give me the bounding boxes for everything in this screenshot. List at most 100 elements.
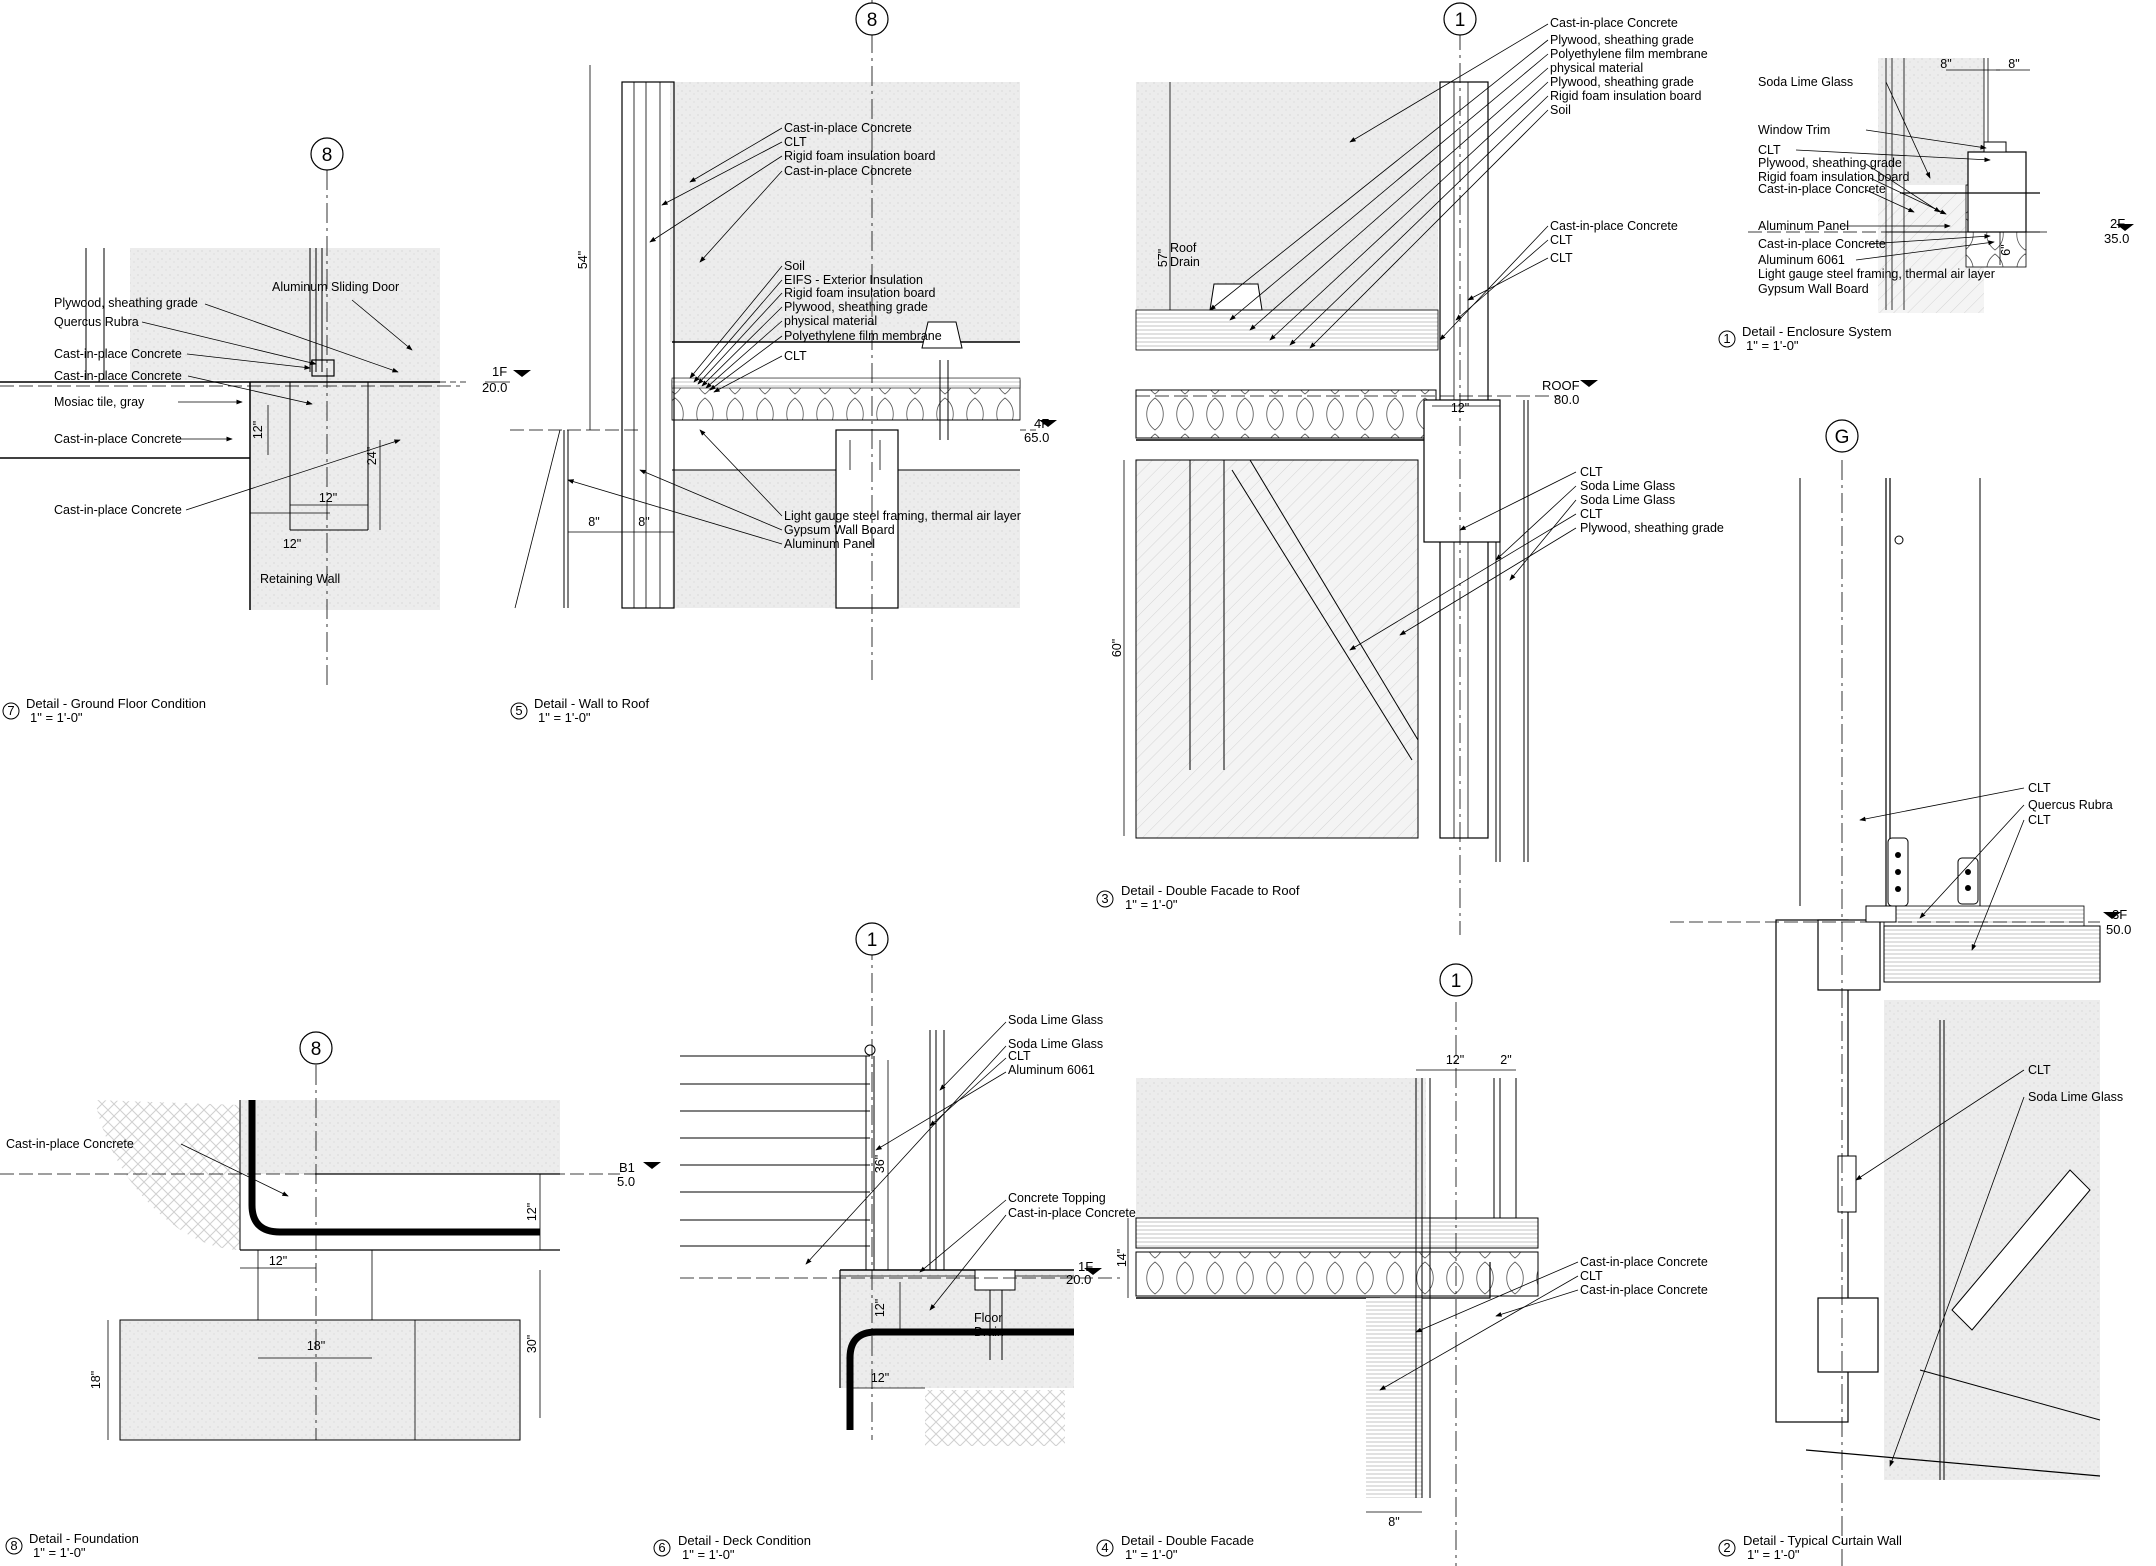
dimension: 57" — [1156, 249, 1170, 267]
level-elev: 35.0 — [2104, 231, 2129, 246]
dimension: 2" — [1500, 1053, 1511, 1067]
svg-text:Detail - Enclosure System: Detail - Enclosure System — [1742, 324, 1892, 339]
dimension: 12" — [269, 1254, 287, 1268]
svg-text:Detail - Deck Condition: Detail - Deck Condition — [678, 1533, 811, 1548]
svg-text:1" = 1'-0": 1" = 1'-0" — [1125, 897, 1178, 912]
floor-drain-label: Floor — [974, 1311, 1002, 1325]
material-label: Rigid foam insulation board — [784, 149, 936, 163]
material-label: Quercus Rubra — [2028, 798, 2113, 812]
svg-text:1" = 1'-0": 1" = 1'-0" — [682, 1547, 735, 1562]
dimension: 12" — [1446, 1053, 1464, 1067]
material-label: Soil — [1550, 103, 1571, 117]
svg-text:3: 3 — [1101, 891, 1108, 906]
material-label: Cast-in-place Concrete — [1550, 219, 1678, 233]
detail-enclosure-system — [1748, 58, 2134, 313]
detail-typical-curtain-wall — [1670, 460, 2121, 1566]
material-label: Cast-in-place Concrete — [54, 347, 182, 361]
detail-double-facade — [1127, 1002, 1579, 1566]
labels-d4: Cast-in-place Concrete CLT Cast-in-place… — [1580, 1255, 1708, 1297]
material-label: Rigid foam insulation board — [784, 286, 936, 300]
material-label: Plywood, sheathing grade — [1758, 156, 1902, 170]
title-block-2: 2 Detail - Typical Curtain Wall 1" = 1'-… — [1718, 1533, 1902, 1562]
level-name: 2F — [2110, 216, 2125, 231]
material-label: Aluminum 6061 — [1008, 1063, 1095, 1077]
dimension: 12" — [873, 1299, 887, 1317]
grid-bubble-d5: 8 — [855, 2, 889, 36]
labels-d6: Soda Lime Glass Soda Lime Glass CLT Alum… — [974, 1013, 1136, 1339]
material-label: Cast-in-place Concrete — [54, 369, 182, 383]
dimension: 12" — [1451, 401, 1469, 415]
labels-d3: Cast-in-place Concrete Plywood, sheathin… — [1170, 16, 1724, 535]
dimension: 8" — [638, 515, 649, 529]
material-label: CLT — [1550, 233, 1573, 247]
detail-ground-floor — [0, 170, 531, 685]
level-name: 1F — [1078, 1259, 1093, 1274]
grid-bubble-d7: 8 — [310, 137, 344, 171]
dimension: 60" — [1110, 639, 1124, 657]
material-label: Aluminum Sliding Door — [272, 280, 399, 294]
grid-bubble-d4: 1 — [1439, 963, 1473, 997]
level-elev: 65.0 — [1024, 430, 1049, 445]
svg-text:5: 5 — [515, 703, 522, 718]
material-label: physical material — [1550, 61, 1643, 75]
material-label: Gypsum Wall Board — [1758, 282, 1869, 296]
title-block-8: 8 Detail - Foundation 1" = 1'-0" — [5, 1531, 139, 1560]
material-label: Cast-in-place Concrete — [54, 503, 182, 517]
dimension: 12" — [319, 491, 337, 505]
svg-text:8: 8 — [10, 1538, 17, 1553]
dimension: 8" — [1388, 1515, 1399, 1529]
dimension: 36" — [873, 1155, 887, 1173]
material-label: CLT — [1550, 251, 1573, 265]
dimension: 54" — [576, 251, 590, 269]
material-label: Cast-in-place Concrete — [1758, 237, 1886, 251]
svg-text:Detail - Typical Curtain Wall: Detail - Typical Curtain Wall — [1743, 1533, 1902, 1548]
svg-text:1: 1 — [1723, 331, 1730, 346]
dims-d4: 12" 2" 14" 8" — [1115, 1053, 1512, 1529]
material-label: Soda Lime Glass — [1008, 1013, 1103, 1027]
level-name: 3F — [2112, 907, 2127, 922]
dimension: 18" — [89, 1371, 103, 1389]
material-label: Plywood, sheathing grade — [54, 296, 198, 310]
dimension: 30" — [525, 1335, 539, 1353]
svg-text:6: 6 — [658, 1540, 665, 1555]
material-label: Cast-in-place Concrete — [1580, 1255, 1708, 1269]
level-elev: 20.0 — [482, 380, 507, 395]
material-label: CLT — [2028, 813, 2051, 827]
labels-d5: Cast-in-place Concrete CLT Rigid foam in… — [784, 121, 1021, 551]
retaining-wall-fill — [250, 380, 440, 610]
material-label: Cast-in-place Concrete — [1758, 182, 1886, 196]
dimension: 12" — [283, 537, 301, 551]
material-label: Cast-in-place Concrete — [1550, 16, 1678, 30]
level-elev: 20.0 — [1066, 1272, 1091, 1287]
material-label: Cast-in-place Concrete — [6, 1137, 134, 1151]
title-block-4: 4 Detail - Double Facade 1" = 1'-0" — [1096, 1533, 1254, 1562]
roof-drain-label: Drain — [1170, 255, 1200, 269]
svg-text:G: G — [1835, 427, 1850, 448]
svg-text:1" = 1'-0": 1" = 1'-0" — [1746, 338, 1799, 353]
title-block-5: 5 Detail - Wall to Roof 1" = 1'-0" — [510, 696, 649, 725]
material-label: Concrete Topping — [1008, 1191, 1106, 1205]
svg-text:1: 1 — [1451, 971, 1462, 992]
material-label: Polyethylene film membrane — [1550, 47, 1708, 61]
level-name: 1F — [492, 364, 507, 379]
material-label: Plywood, sheathing grade — [1550, 33, 1694, 47]
title-block-1: 1 Detail - Enclosure System 1" = 1'-0" — [1718, 324, 1892, 353]
material-label: Quercus Rubra — [54, 315, 139, 329]
svg-text:8: 8 — [867, 10, 878, 31]
material-label: Soil — [784, 259, 805, 273]
level-elev: 5.0 — [617, 1174, 635, 1189]
svg-text:1: 1 — [867, 930, 878, 951]
roof-drain-label: Roof — [1170, 241, 1197, 255]
grid-bubble-d2: G — [1825, 419, 1859, 453]
level-name: ROOF — [1542, 378, 1580, 393]
dimension: 8" — [2008, 57, 2019, 71]
material-label: CLT — [1580, 507, 1603, 521]
svg-text:1" = 1'-0": 1" = 1'-0" — [538, 710, 591, 725]
dimension: 12" — [871, 1371, 889, 1385]
grid-bubble-d3: 1 — [1443, 2, 1477, 36]
material-label: Window Trim — [1758, 123, 1830, 137]
detail-foundation — [0, 1065, 661, 1441]
svg-text:1" = 1'-0": 1" = 1'-0" — [1747, 1547, 1800, 1562]
dims-d7: 12" 12" 24" 12" — [251, 421, 379, 551]
material-label: Plywood, sheathing grade — [784, 300, 928, 314]
